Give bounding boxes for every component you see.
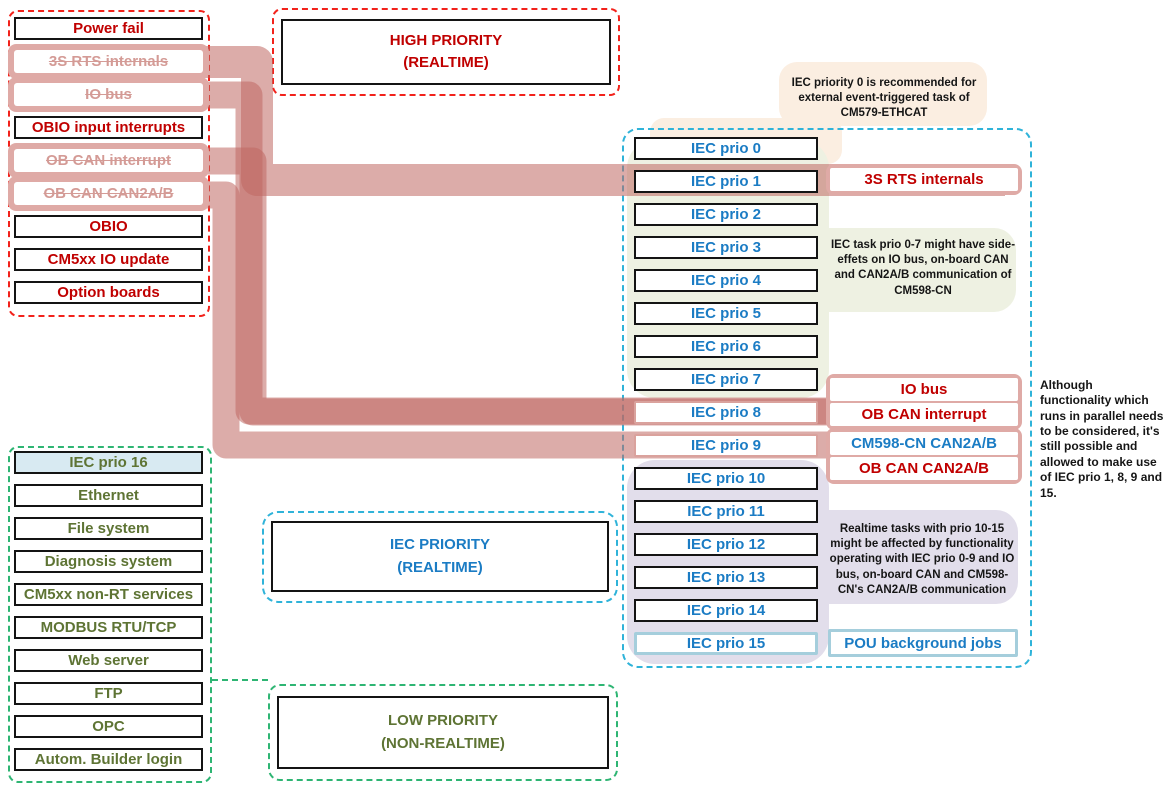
- note-prio0-7: IEC task prio 0-7 might have side-effets…: [830, 239, 1016, 297]
- service-box-file-system: File system: [14, 517, 203, 540]
- iec-prio-9-box: IEC prio 9: [634, 434, 818, 457]
- iec-prio-11-box: IEC prio 11: [634, 500, 818, 523]
- iec-prio-12-box: IEC prio 12: [634, 533, 818, 556]
- iec-priority-title-line2: (REALTIME): [397, 558, 483, 576]
- service-box-ftp: FTP: [14, 682, 203, 705]
- high-priority-title-box: HIGH PRIORITY (REALTIME): [281, 19, 611, 85]
- label-ob-can-can2a-b: OB CAN CAN2A/B: [830, 457, 1018, 480]
- iec-priority-title-line1: IEC PRIORITY: [389, 536, 490, 553]
- note-bubble-prio10-15: [788, 510, 1018, 604]
- service-box-ethernet: Ethernet: [14, 484, 203, 507]
- service-box-opc: OPC: [14, 715, 203, 738]
- label-ob-can-interrupt: OB CAN interrupt: [830, 403, 1018, 426]
- service-box-modbus-rtu-tcp: MODBUS RTU/TCP: [14, 616, 203, 639]
- iec-prio-13-box: IEC prio 13: [634, 566, 818, 589]
- side-note: Although functionality which runs in par…: [1040, 378, 1164, 500]
- iec-prio-7-box: IEC prio 7: [634, 368, 818, 391]
- iec-prio-8-box: IEC prio 8: [634, 401, 818, 424]
- iec-prio-10-box: IEC prio 10: [634, 467, 818, 490]
- iec-priority-title-group: [262, 511, 618, 603]
- iec-prio-4-box: IEC prio 4: [634, 269, 818, 292]
- note-prio10-15: Realtime tasks with prio 10-15 might be …: [829, 523, 1015, 596]
- service-box-autom-builder-login: Autom. Builder login: [14, 748, 203, 771]
- iec-prio-6-box: IEC prio 6: [634, 335, 818, 358]
- green-dashed-connector: [212, 679, 268, 681]
- service-box-web-server: Web server: [14, 649, 203, 672]
- source-box-ob-can-interrupt: OB CAN interrupt: [14, 149, 203, 172]
- service-box-cm5xx-non-rt-services: CM5xx non-RT services: [14, 583, 203, 606]
- service-box-iec-prio-16: IEC prio 16: [14, 451, 203, 474]
- iec-prio-0-box: IEC prio 0: [634, 137, 818, 160]
- iec-prio-1-box: IEC prio 1: [634, 170, 818, 193]
- low-priority-title-group: [268, 684, 618, 781]
- pou-background-jobs-box: POU background jobs: [828, 629, 1018, 657]
- source-box-obio: OBIO: [14, 215, 203, 238]
- high-priority-title-line1: HIGH PRIORITY: [389, 31, 503, 49]
- iec-prio-14-box: IEC prio 14: [634, 599, 818, 622]
- label-group-prio1: 3S RTS internals: [826, 164, 1022, 195]
- source-box-3s-rts-internals: 3S RTS internals: [14, 50, 203, 73]
- source-box-option-boards: Option boards: [14, 281, 203, 304]
- low-priority-title-box: LOW PRIORITY (NON-REALTIME): [277, 696, 609, 769]
- source-box-power-fail: Power fail: [14, 17, 203, 40]
- note-prio0: IEC priority 0 is recommended for extern…: [791, 77, 977, 120]
- low-priority-title-line1: LOW PRIORITY: [388, 712, 498, 729]
- iec-prio-3-box: IEC prio 3: [634, 236, 818, 259]
- label-cm598-cn-can2a-b: CM598-CN CAN2A/B: [830, 432, 1018, 455]
- low-priority-services-group: [8, 446, 212, 783]
- source-box-ob-can-can2a-b: OB CAN CAN2A/B: [14, 182, 203, 205]
- source-box-io-bus: IO bus: [14, 83, 203, 106]
- high-priority-title-line2: (REALTIME): [403, 54, 489, 71]
- label-io-bus: IO bus: [830, 378, 1018, 401]
- iec-prio-5-box: IEC prio 5: [634, 302, 818, 325]
- iec-prio-15-box: IEC prio 15: [634, 632, 818, 655]
- source-box-obio-input-interrupts: OBIO input interrupts: [14, 116, 203, 139]
- source-box-cm5xx-io-update: CM5xx IO update: [14, 248, 203, 271]
- iec-priority-title-box: IEC PRIORITY (REALTIME): [271, 521, 609, 592]
- iec-prio-2-box: IEC prio 2: [634, 203, 818, 226]
- low-priority-title-line2: (NON-REALTIME): [381, 734, 505, 752]
- service-box-diagnosis-system: Diagnosis system: [14, 550, 203, 573]
- label-3s-rts-internals: 3S RTS internals: [830, 168, 1018, 191]
